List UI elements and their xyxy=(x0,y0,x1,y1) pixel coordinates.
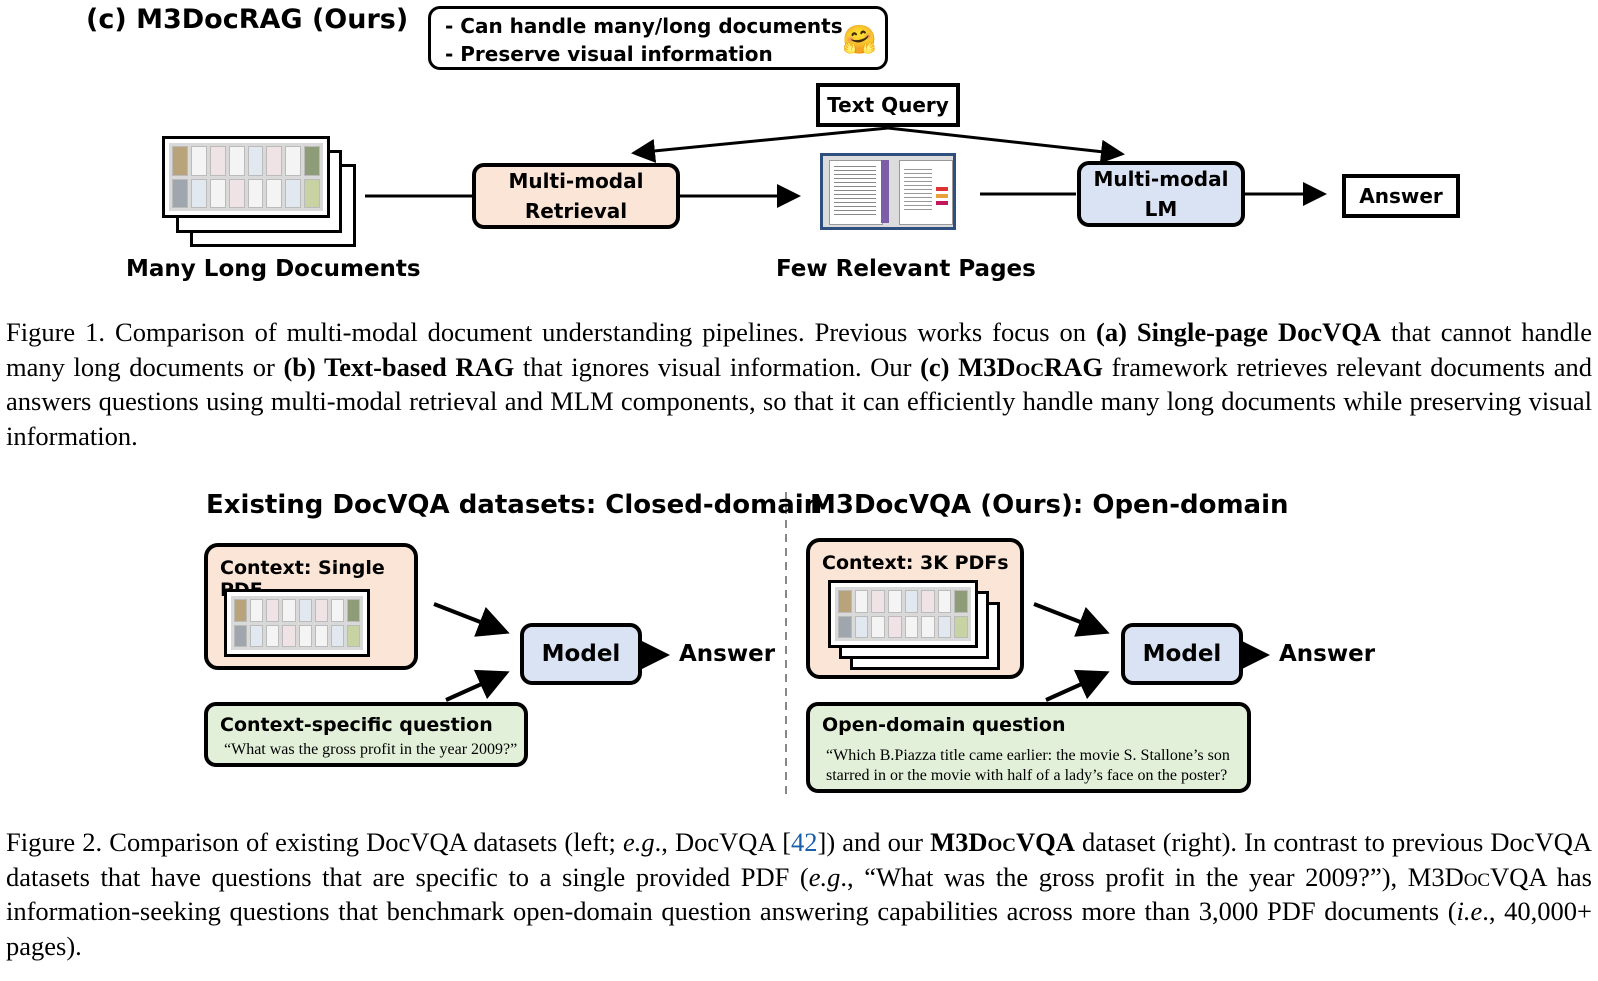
question-text-line: starred in or the movie with half of a l… xyxy=(826,767,1228,784)
multimodal-lm-box: Multi-modal LM xyxy=(1077,161,1245,227)
right-context-box: Context: 3K PDFs xyxy=(806,538,1024,679)
docs-label: Many Long Documents xyxy=(126,256,421,282)
question-title: Context-specific question xyxy=(220,714,493,736)
benefit-item: - Can handle many/long documents xyxy=(445,14,843,38)
citation-link[interactable]: 42 xyxy=(791,827,818,857)
many-long-documents-stack xyxy=(162,136,357,248)
arrow xyxy=(445,669,510,702)
benefits-box: - Can handle many/long documents - Prese… xyxy=(428,6,888,70)
benefit-item: - Preserve visual information xyxy=(445,42,773,66)
figure1-caption: Figure 1. Comparison of multi-modal docu… xyxy=(6,317,1593,451)
retrieval-line: Retrieval xyxy=(524,199,628,223)
arrow xyxy=(631,126,889,163)
right-question-box: Open-domain question “Which B.Piazza tit… xyxy=(806,702,1251,793)
text-query-box: Text Query xyxy=(816,83,960,127)
right-title: M3DocVQA (Ours): Open-domain xyxy=(810,490,1289,520)
arrow xyxy=(887,126,1125,164)
question-text: “What was the gross profit in the year 2… xyxy=(224,741,518,758)
answer-box: Answer xyxy=(1342,174,1460,218)
left-model-box: Model xyxy=(520,623,642,685)
right-answer: Answer xyxy=(1279,641,1376,667)
arrow xyxy=(1045,669,1110,702)
hugging-face-icon: 🤗 xyxy=(842,23,877,56)
lm-line: Multi-modal xyxy=(1093,167,1229,191)
pages-label: Few Relevant Pages xyxy=(776,256,1036,282)
panel-title: (c) M3DocRAG (Ours) xyxy=(86,4,409,35)
retrieval-line: Multi-modal xyxy=(508,169,644,193)
figure2-caption: Figure 2. Comparison of existing DocVQA … xyxy=(6,827,1592,961)
multimodal-retrieval-box: Multi-modal Retrieval xyxy=(472,163,680,229)
right-model-box: Model xyxy=(1121,623,1243,685)
left-question-box: Context-specific question “What was the … xyxy=(204,702,528,767)
arrow xyxy=(1033,602,1110,637)
question-text-line: “Which B.Piazza title came earlier: the … xyxy=(826,747,1230,764)
left-context-box: Context: Single PDF xyxy=(204,543,418,670)
left-answer: Answer xyxy=(679,641,776,667)
relevant-pages-image xyxy=(820,153,956,230)
context-label: Context: 3K PDFs xyxy=(822,552,1009,574)
question-title: Open-domain question xyxy=(822,714,1066,736)
arrow xyxy=(433,602,510,637)
lm-line: LM xyxy=(1144,197,1178,221)
left-title: Existing DocVQA datasets: Closed-domain xyxy=(206,490,823,520)
